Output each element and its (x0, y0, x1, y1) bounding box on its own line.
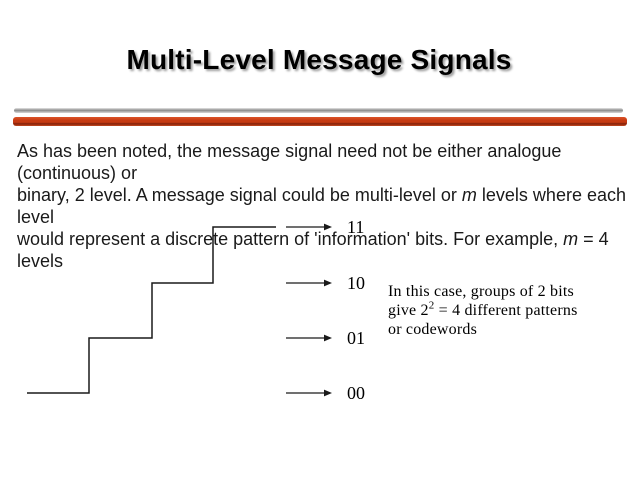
level-codeword-label: 01 (347, 328, 365, 348)
title-divider-red-bar (13, 117, 627, 126)
level-arrow-head-icon (324, 389, 332, 397)
level-arrows-group: 11 10 01 00 (286, 217, 365, 403)
note-line-3: or codewords (388, 321, 478, 338)
body-paragraph: As has been noted, the message signal ne… (17, 140, 627, 272)
note-line-2: give 22 = 4 different patterns (388, 299, 578, 319)
body-line-3: would represent a discrete pattern of 'i… (17, 229, 609, 271)
level-codeword-label: 11 (347, 217, 364, 237)
title-divider-gray-bar (14, 108, 623, 113)
level-arrow-head-icon (324, 279, 332, 287)
superscript-2: 2 (428, 299, 435, 312)
slide-title: Multi-Level Message Signals (126, 44, 512, 75)
body-line-2: binary, 2 level. A message signal could … (17, 185, 626, 227)
level-arrow-head-icon (324, 334, 332, 342)
codewords-note: In this case, groups of 2 bits give 22 =… (388, 282, 598, 339)
body-line-1: As has been noted, the message signal ne… (17, 141, 562, 183)
level-arrow-head-icon (324, 223, 332, 231)
italic-m: m (461, 185, 477, 205)
note-line-1: In this case, groups of 2 bits (388, 283, 574, 300)
staircase-signal-line (27, 226, 276, 394)
level-codeword-label: 00 (347, 383, 365, 403)
level-codeword-label: 10 (347, 273, 365, 293)
italic-m: m (563, 229, 579, 249)
